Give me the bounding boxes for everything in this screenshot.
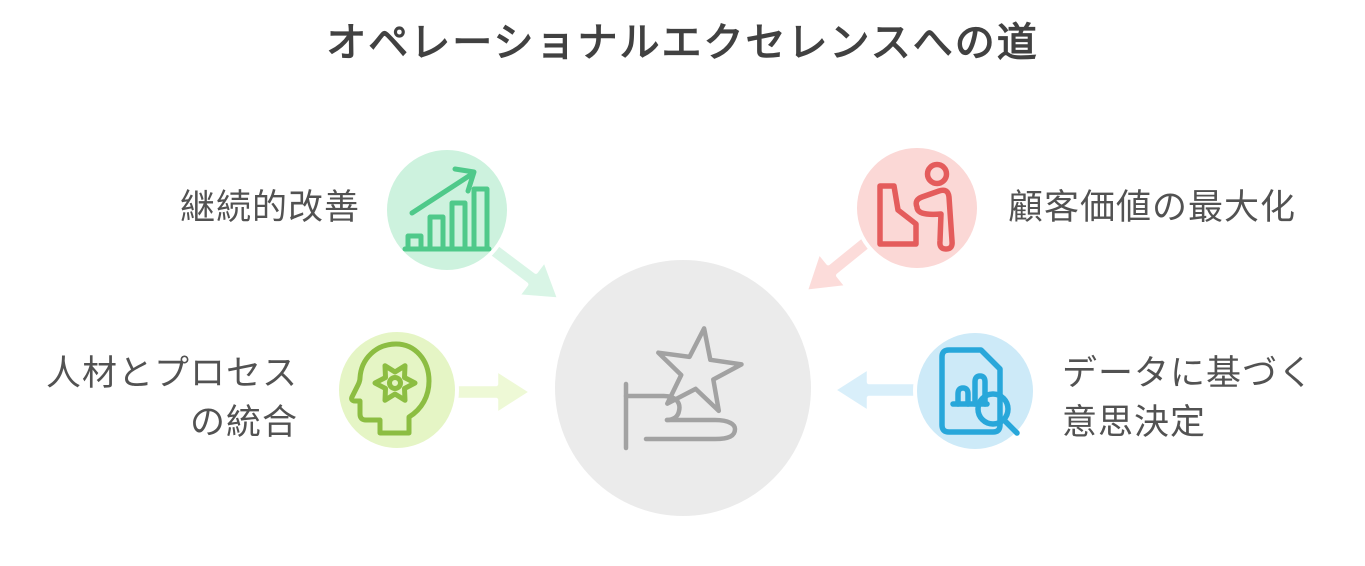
node-customer-value [849,140,985,276]
label-customer-value: 顧客価値の最大化 [1008,188,1297,227]
label-people-process: 人材とプロセス の統合 [20,349,298,447]
node-people-process [332,325,462,455]
label-line-1: データに基づく [1062,354,1315,393]
head-gear-icon [349,341,432,436]
center-circle [551,256,815,520]
label-line-2: 意思決定 [1062,403,1207,442]
growth-chart-icon [402,166,492,252]
label-line-1: 人材とプロセス [45,354,298,393]
page-title: オペレーショナルエクセレンスへの道 [326,21,1039,65]
node-circle [383,146,511,274]
label-continuous-improvement: 継続的改善 [179,188,360,227]
node-data-decisions [909,325,1041,457]
document-magnifier-icon [939,347,1020,436]
label-data-decisions: データに基づく 意思決定 [1062,349,1314,447]
node-continuous-improvement [379,142,515,278]
label-line-2: の統合 [189,403,298,442]
customer-service-icon [877,161,955,252]
hand-holding-star-icon [623,326,744,451]
node-operational-excellence-center [547,252,819,524]
